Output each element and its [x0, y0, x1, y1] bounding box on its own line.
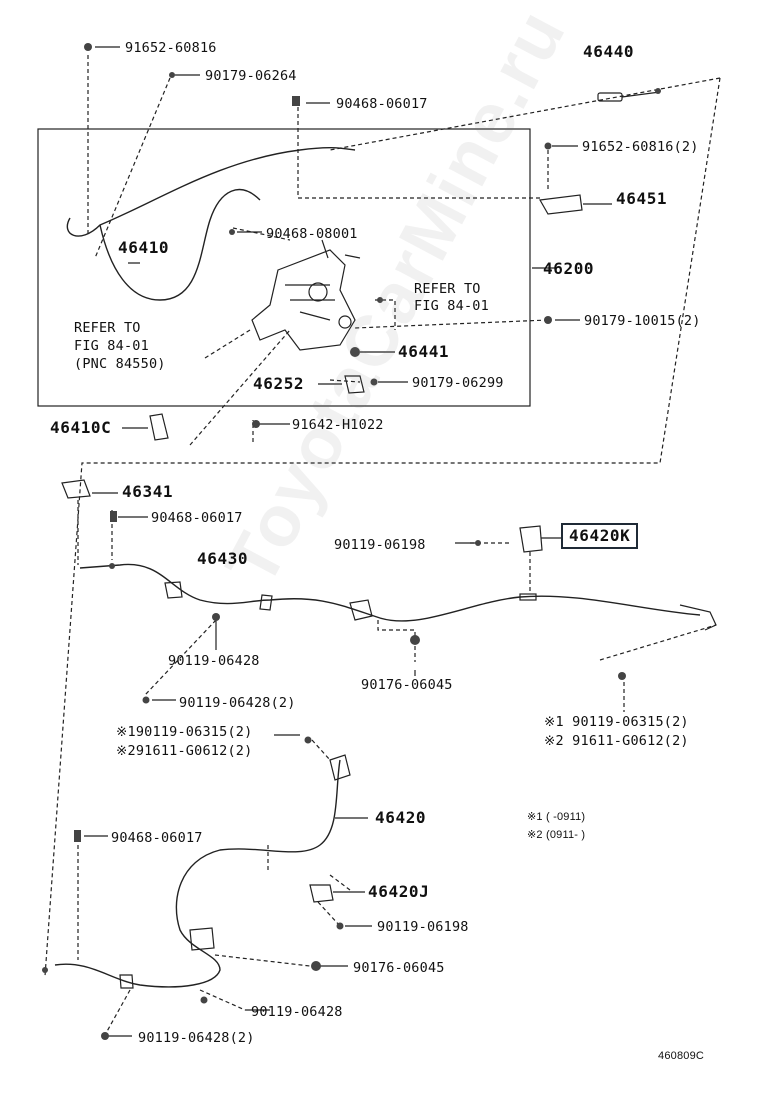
part-label-46430: 46430: [197, 549, 249, 568]
nut-90179-06264: [169, 72, 175, 78]
part-label-90468-06017-mid: 90468-06017: [151, 510, 243, 526]
part-label-46410C: 46410C: [50, 418, 112, 437]
figure-code: 460809C: [658, 1050, 705, 1062]
part-label-91652-60816: 91652-60816: [125, 40, 217, 56]
part-label-46420J: 46420J: [368, 882, 430, 901]
part-label-46441: 46441: [398, 342, 450, 361]
bracket-46451: [539, 194, 583, 215]
clip-46420K: [519, 525, 543, 553]
refer-left-line3: (PNC 84550): [74, 356, 166, 372]
refer-right-line2: FIG 84-01: [414, 298, 489, 314]
part-label-91652-60816-2: 91652-60816(2): [582, 139, 699, 155]
refer-left-line1: REFER TO: [74, 320, 141, 336]
cable-46430: [79, 563, 701, 622]
refer-left-line2: FIG 84-01: [74, 338, 149, 354]
assembly-frame: [37, 128, 531, 407]
part-label-46341: 46341: [122, 482, 174, 501]
part-label-46420K-highlighted: 46420K: [561, 523, 639, 549]
bracket-46420J: [309, 884, 334, 903]
part-label-46200: 46200: [543, 259, 595, 278]
part-label-46440: 46440: [583, 42, 635, 61]
part-label-90119-06428-b: 90119-06428: [251, 1004, 343, 1020]
part-label-90468-06017-top: 90468-06017: [336, 96, 428, 112]
part-label-90119-06428-2b: 90119-06428(2): [138, 1030, 255, 1046]
part-label-90176-06045-a: 90176-06045: [361, 677, 453, 693]
part-label-right-x2: ※2 91611-G0612(2): [544, 733, 689, 749]
part-label-46252: 46252: [253, 374, 305, 393]
part-label-46420: 46420: [375, 808, 427, 827]
clip-46252: [344, 375, 365, 394]
part-label-46451: 46451: [616, 189, 668, 208]
bracket-46410C: [149, 413, 169, 441]
cable-46420: [54, 759, 341, 988]
part-label-90119-06428-2a: 90119-06428(2): [179, 695, 296, 711]
part-label-90119-06198-a: 90119-06198: [334, 537, 426, 553]
part-label-left-x2: ※291611-G0612(2): [116, 743, 253, 759]
note-x2: ※2 (0911- ): [527, 829, 586, 841]
cable-46410: [66, 147, 356, 237]
note-x1: ※1 ( -0911): [527, 811, 586, 823]
part-label-90468-06017-low: 90468-06017: [111, 830, 203, 846]
part-label-90468-08001: 90468-08001: [266, 226, 358, 242]
part-label-46410: 46410: [118, 238, 170, 257]
refer-right-line1: REFER TO: [414, 281, 481, 297]
part-label-90176-06045-b: 90176-06045: [353, 960, 445, 976]
part-label-90179-06299: 90179-06299: [412, 375, 504, 391]
clip-90468-06017: [292, 96, 300, 106]
clip-46341: [61, 479, 91, 499]
bolt-91652-60816: [84, 43, 92, 51]
part-label-90179-10015-2: 90179-10015(2): [584, 313, 701, 329]
part-label-90179-06264: 90179-06264: [205, 68, 297, 84]
part-label-left-x1: ※190119-06315(2): [116, 724, 253, 740]
part-label-90119-06428-a: 90119-06428: [168, 653, 260, 669]
part-label-right-x1: ※1 90119-06315(2): [544, 714, 689, 730]
part-label-91642-H1022: 91642-H1022: [292, 417, 384, 433]
part-label-90119-06198-b: 90119-06198: [377, 919, 469, 935]
brake-lever-assembly: [251, 239, 361, 351]
